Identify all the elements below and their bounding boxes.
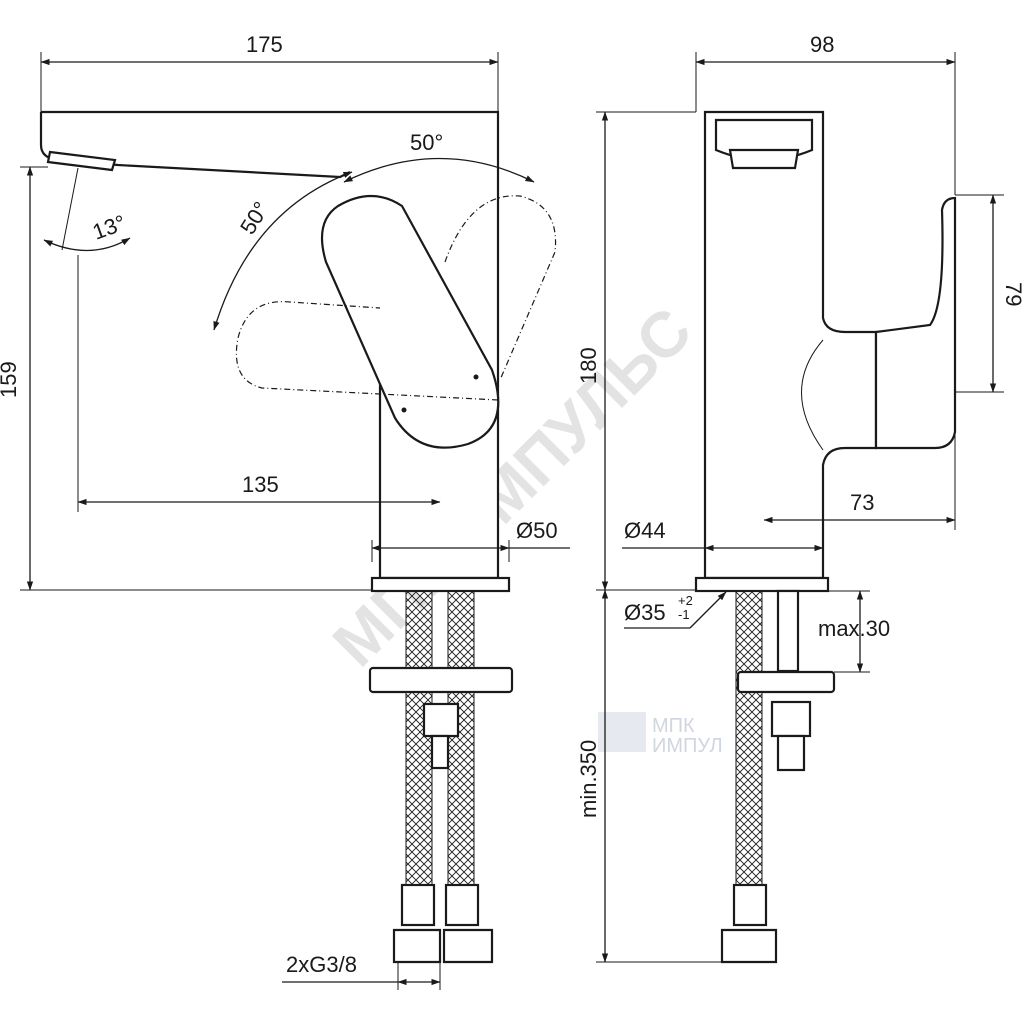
hose-end-side <box>732 883 768 927</box>
hose-end-left <box>400 883 436 927</box>
body-bulge-arc <box>801 339 824 451</box>
lever-pivot-dot <box>473 374 479 380</box>
hose-nut-right <box>442 928 494 964</box>
fixing-rod-side <box>776 589 800 673</box>
dim-arc-13 <box>43 237 131 252</box>
dim-body-diameter: Ø44 <box>624 518 666 543</box>
aerator <box>46 150 117 172</box>
hose-right <box>447 590 475 892</box>
dim-hole-diameter: Ø35 <box>624 600 666 625</box>
dim-leader-hole <box>689 591 727 629</box>
hose-left <box>405 590 433 892</box>
hose-nut-left <box>392 928 442 964</box>
hose-side <box>735 590 763 892</box>
hose-nut-side <box>720 928 778 964</box>
dim-hole-tol-upper: +2 <box>678 593 693 608</box>
dim-base-diameter: Ø50 <box>516 518 558 543</box>
dim-depth: 98 <box>810 32 834 57</box>
front-view: 175 159 135 Ø50 13° 50° 50° 2xG3/8 <box>0 32 570 990</box>
fixing-plate-side <box>736 670 836 694</box>
dim-arc-50-right <box>343 157 535 183</box>
dim-lever-angle-right: 50° <box>410 130 443 155</box>
dim-height: 159 <box>0 361 21 398</box>
dim-min-hose: min.350 <box>576 740 601 818</box>
watermark-small: МПК ИМПУЛ <box>598 712 723 757</box>
lever-pivot-dot-2 <box>401 407 407 413</box>
watermark-small-line1: МПК <box>652 715 695 737</box>
hose-end-right <box>444 883 480 927</box>
aerator-ring <box>728 148 800 170</box>
dim-arc-50-left <box>213 171 353 331</box>
dim-hole-tol-lower: -1 <box>678 607 690 622</box>
dim-lever-height: 79 <box>1001 282 1024 306</box>
dim-spout-angle: 13° <box>89 210 129 245</box>
fixing-nut-side <box>770 700 812 738</box>
dim-width: 175 <box>246 32 283 57</box>
lever-side <box>874 196 957 450</box>
dim-lever-reach: 73 <box>850 490 874 515</box>
dim-side-height: 180 <box>576 347 601 384</box>
dim-max-deck: max.30 <box>818 616 890 641</box>
base-plate-front <box>370 576 511 593</box>
fixing-rod-front <box>430 734 450 770</box>
side-view: 98 180 min.350 79 73 Ø44 Ø35 +2 -1 max.3… <box>576 32 1024 964</box>
watermark-small-line2: ИМПУЛ <box>652 735 723 757</box>
base-plate-side <box>694 576 830 593</box>
fixing-nut-front <box>422 702 460 738</box>
fixing-stud-side <box>776 734 806 772</box>
angle-ray-13 <box>61 167 79 251</box>
dim-connection: 2xG3/8 <box>286 952 357 977</box>
fixing-plate-front <box>368 666 514 694</box>
dim-reach: 135 <box>242 472 279 497</box>
lever-ghost-right <box>444 195 557 381</box>
